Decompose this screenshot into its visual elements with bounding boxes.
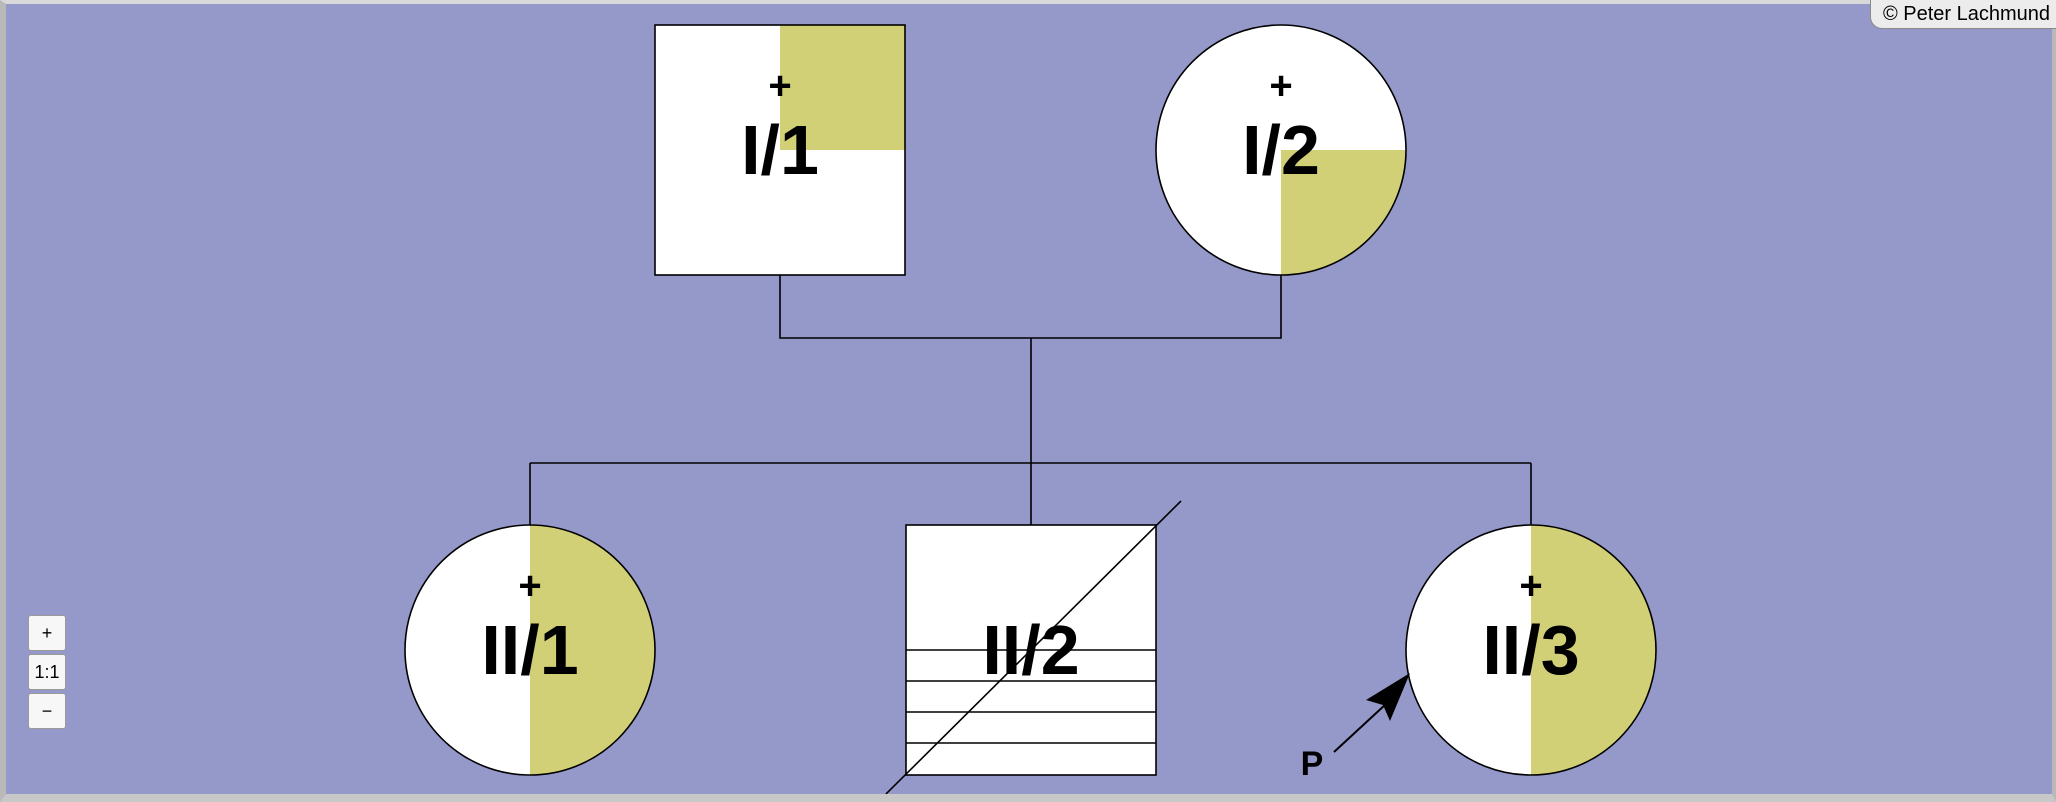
proband-arrow: P	[1301, 673, 1410, 783]
individual-ii3[interactable]: + II/3	[1405, 524, 1657, 776]
individual-ii2[interactable]: II/2	[885, 500, 1182, 794]
arrow-head-icon	[1366, 673, 1410, 721]
individual-ii1[interactable]: + II/1	[404, 524, 656, 776]
pedigree-diagram: + I/1 + I/2 + II/1	[404, 24, 1657, 794]
zoom-reset-button[interactable]: 1:1	[28, 654, 66, 690]
mating-line	[779, 275, 1282, 339]
affected-quadrant	[1281, 150, 1406, 275]
deceased-marker: +	[1269, 64, 1292, 108]
strike-through-line	[885, 500, 1182, 794]
deceased-marker: +	[518, 564, 541, 608]
affected-half	[530, 525, 655, 775]
zoom-out-button[interactable]: −	[28, 693, 66, 729]
individual-label: I/1	[741, 111, 819, 189]
deceased-marker: +	[768, 64, 791, 108]
individual-label: II/1	[481, 611, 578, 689]
relationship-lines	[529, 275, 1532, 525]
individual-i1[interactable]: + I/1	[654, 24, 906, 276]
affected-half	[1531, 525, 1656, 775]
individual-label: I/2	[1242, 111, 1320, 189]
proband-label: P	[1301, 745, 1324, 783]
individual-i2[interactable]: + I/2	[1155, 24, 1407, 276]
affected-quadrant	[780, 25, 905, 150]
zoom-controls: + 1:1 −	[28, 615, 66, 729]
individual-label: II/3	[1482, 611, 1579, 689]
deceased-marker: +	[1519, 564, 1542, 608]
copyright-notice: © Peter Lachmund	[1869, 0, 2056, 29]
zoom-in-button[interactable]: +	[28, 615, 66, 651]
